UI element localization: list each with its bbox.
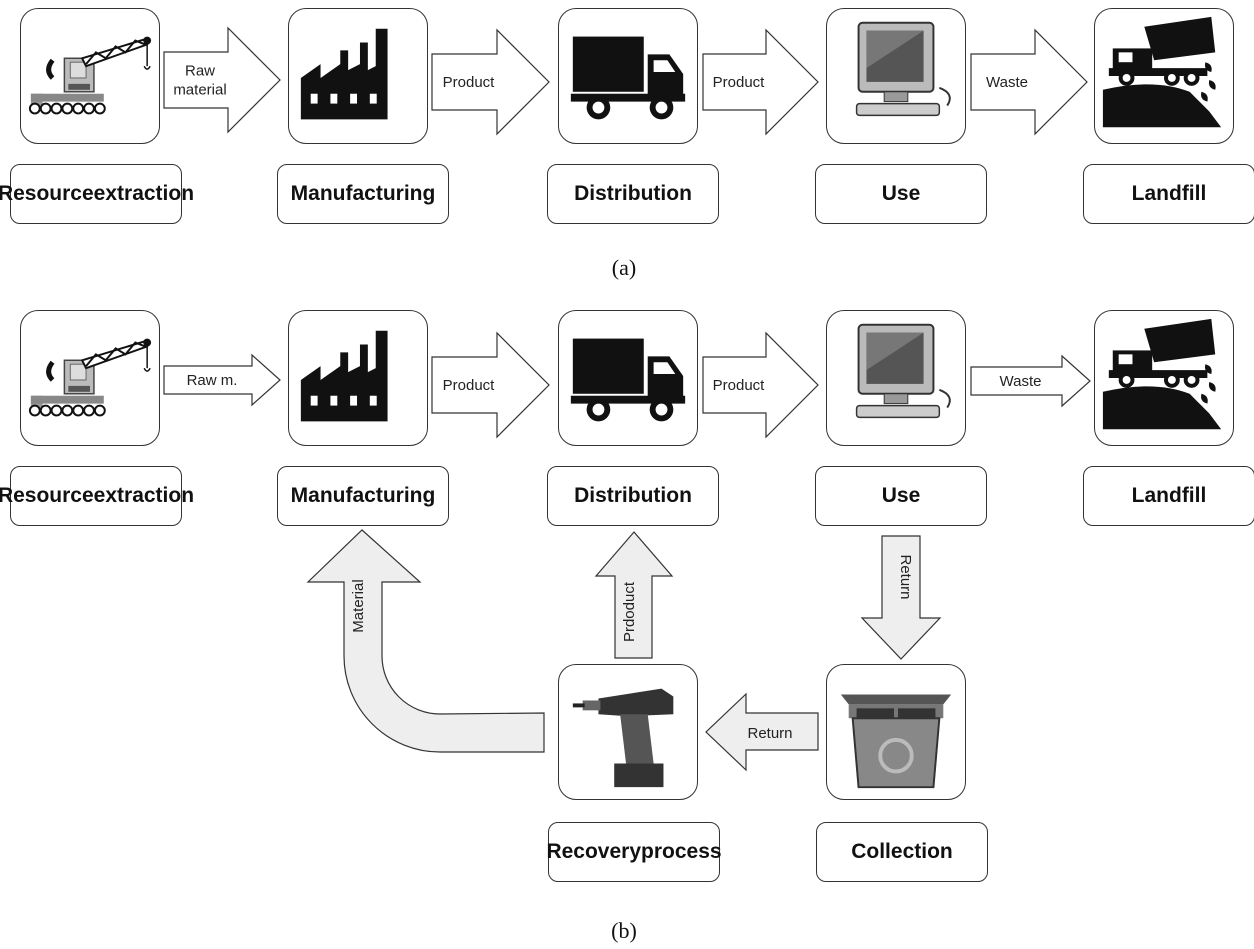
a-stage-3-label: Use xyxy=(815,164,987,224)
a-stage-3-label-line: Use xyxy=(881,182,921,206)
computer-icon xyxy=(855,323,951,419)
return-down-label: Return xyxy=(897,554,914,599)
a-stage-0-label-line: extraction xyxy=(93,182,195,206)
b-arrow-1-label: Product xyxy=(443,377,496,394)
a-stage-1-label-line: Manufacturing xyxy=(290,182,436,206)
return-down-arrow xyxy=(860,535,942,660)
material-curved-arrow xyxy=(306,529,545,753)
b-stage-3-label-line: Use xyxy=(881,484,921,508)
a-arrow-3 xyxy=(970,28,1088,136)
product-up-label: Prdoduct xyxy=(621,581,638,642)
recovery-label-line: process xyxy=(641,840,722,864)
material-label: Material xyxy=(350,579,367,632)
b-arrow-0 xyxy=(163,353,281,407)
dump-truck-icon xyxy=(1102,16,1222,128)
computer-icon xyxy=(855,21,951,117)
b-stage-3-icon-box xyxy=(826,310,966,446)
a-arrow-1-label: Product xyxy=(443,74,496,91)
b-stage-1-label: Manufacturing xyxy=(277,466,449,526)
a-arrow-1 xyxy=(431,28,550,136)
collection-label-line: Collection xyxy=(851,840,953,864)
a-stage-2-label: Distribution xyxy=(547,164,719,224)
truck-icon xyxy=(570,36,686,120)
b-stage-0-icon-box xyxy=(20,310,160,446)
b-stage-4-icon-box xyxy=(1094,310,1234,446)
product-up-arrow xyxy=(594,531,674,659)
b-stage-0-label-line: extraction xyxy=(93,484,195,508)
b-stage-2-label-line: Distribution xyxy=(574,484,692,508)
factory-icon xyxy=(300,330,388,422)
b-arrow-2 xyxy=(702,331,819,439)
drill-icon xyxy=(572,688,674,788)
a-stage-4-icon-box xyxy=(1094,8,1234,144)
a-arrow-0-label: Raw xyxy=(185,63,215,80)
return-left-arrow xyxy=(705,692,819,772)
a-arrow-0 xyxy=(163,26,281,134)
caption-b: (b) xyxy=(611,918,637,943)
return-left-label: Return xyxy=(747,725,792,742)
b-stage-4-label-line: Landfill xyxy=(1131,484,1207,508)
a-stage-4-label-line: Landfill xyxy=(1131,182,1207,206)
b-stage-4-label: Landfill xyxy=(1083,466,1254,526)
recovery-icon-box xyxy=(558,664,698,800)
a-stage-4-label: Landfill xyxy=(1083,164,1254,224)
truck-icon xyxy=(570,338,686,422)
recycle-bin-icon xyxy=(840,694,952,789)
a-stage-2-icon-box xyxy=(558,8,698,144)
b-arrow-0-label: Raw m. xyxy=(187,372,238,389)
crane-icon xyxy=(28,36,152,115)
b-stage-2-label: Distribution xyxy=(547,466,719,526)
a-stage-3-icon-box xyxy=(826,8,966,144)
crane-icon xyxy=(28,338,152,417)
a-stage-2-label-line: Distribution xyxy=(574,182,692,206)
b-arrow-3-label: Waste xyxy=(1000,373,1042,390)
dump-truck-icon xyxy=(1102,318,1222,430)
b-stage-0-label-line: Resource xyxy=(0,484,94,508)
collection-icon-box xyxy=(826,664,966,800)
a-arrow-2 xyxy=(702,28,819,136)
a-arrow-2-label: Product xyxy=(713,74,766,91)
b-arrow-3 xyxy=(970,354,1091,408)
a-stage-0-label-line: Resource xyxy=(0,182,94,206)
b-arrow-2-label: Product xyxy=(713,377,766,394)
a-stage-1-label: Manufacturing xyxy=(277,164,449,224)
b-stage-3-label: Use xyxy=(815,466,987,526)
a-stage-1-icon-box xyxy=(288,8,428,144)
recovery-label-line: Recovery xyxy=(546,840,642,864)
a-arrow-0-label: material xyxy=(173,82,226,99)
collection-label: Collection xyxy=(816,822,988,882)
b-stage-1-icon-box xyxy=(288,310,428,446)
factory-icon xyxy=(300,28,388,120)
a-arrow-3-label: Waste xyxy=(986,74,1028,91)
b-stage-1-label-line: Manufacturing xyxy=(290,484,436,508)
b-arrow-1 xyxy=(431,331,550,439)
a-stage-0-icon-box xyxy=(20,8,160,144)
caption-a: (a) xyxy=(611,255,637,280)
b-stage-2-icon-box xyxy=(558,310,698,446)
